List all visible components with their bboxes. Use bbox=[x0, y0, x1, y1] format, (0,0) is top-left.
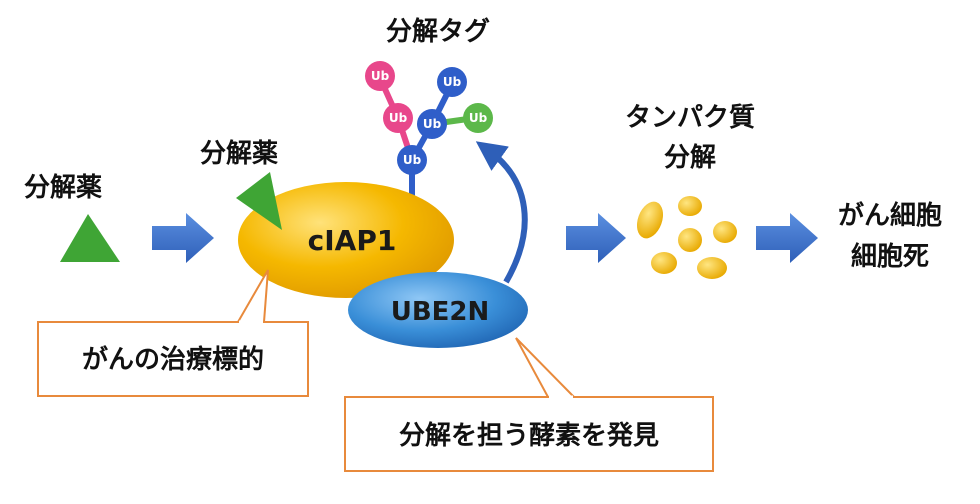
protein-label-line1: タンパク質 bbox=[625, 103, 755, 133]
callout-ciap1-box bbox=[37, 321, 309, 397]
ube2n-label: UBE2N bbox=[391, 297, 490, 327]
callout-ciap1-pointer bbox=[237, 269, 269, 323]
death-label-line1: がん細胞 bbox=[838, 200, 942, 231]
drug-triangle-top bbox=[236, 172, 282, 230]
svg-text:Ub: Ub bbox=[423, 117, 442, 131]
ub-node-2: Ub bbox=[417, 109, 447, 139]
svg-text:Ub: Ub bbox=[443, 75, 462, 89]
ub-node-3: Ub bbox=[437, 67, 467, 97]
callout-ube2n-box bbox=[344, 396, 714, 472]
ub-node-5: Ub bbox=[383, 103, 413, 133]
protein-fragments bbox=[636, 196, 737, 279]
drug-label-left: 分解薬 bbox=[24, 173, 102, 203]
ub-node-4: Ub bbox=[463, 103, 493, 133]
ub-node-1: Ub bbox=[397, 145, 427, 175]
drug-triangle-left bbox=[60, 214, 120, 262]
svg-text:Ub: Ub bbox=[403, 153, 422, 167]
death-label-line2: 細胞死 bbox=[851, 241, 929, 272]
curved-arrow bbox=[475, 141, 528, 284]
ciap1-label: cIAP1 bbox=[308, 224, 397, 257]
svg-text:Ub: Ub bbox=[469, 111, 488, 125]
protein-label-line2: 分解 bbox=[664, 143, 716, 173]
callout-ube2n-text: 分解を担う酵素を発見 bbox=[399, 421, 659, 451]
svg-text:Ub: Ub bbox=[371, 69, 390, 83]
ciap1-protein bbox=[238, 182, 454, 298]
ub-node-6: Ub bbox=[365, 61, 395, 91]
tag-title: 分解タグ bbox=[386, 17, 490, 47]
drug-label-top: 分解薬 bbox=[200, 139, 278, 169]
svg-text:Ub: Ub bbox=[389, 111, 408, 125]
arrow-3 bbox=[756, 213, 818, 263]
ube2n-enzyme bbox=[348, 272, 528, 348]
callout-ube2n-pointer bbox=[515, 337, 575, 398]
callout-ciap1-text: がんの治療標的 bbox=[82, 344, 264, 375]
arrow-2 bbox=[566, 213, 626, 263]
arrow-1 bbox=[152, 213, 214, 263]
